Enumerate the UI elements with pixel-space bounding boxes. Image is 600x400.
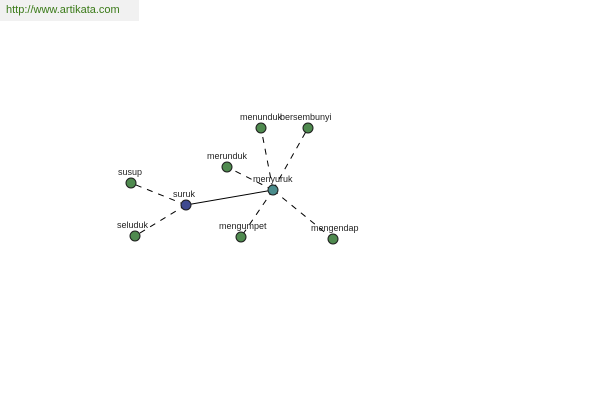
node-circle-merunduk[interactable] bbox=[221, 161, 233, 173]
node-label-susup[interactable]: susup bbox=[118, 167, 142, 177]
node-label-merunduk[interactable]: merunduk bbox=[207, 151, 248, 161]
node-label-seluduk[interactable]: seluduk bbox=[117, 220, 149, 230]
node-mengendap[interactable]: mengendap bbox=[311, 223, 359, 245]
node-circle-menunduk[interactable] bbox=[255, 122, 267, 134]
node-suruk[interactable]: suruk bbox=[173, 189, 196, 211]
node-seluduk[interactable]: seluduk bbox=[117, 220, 149, 242]
edge-suruk-menyuruk bbox=[185, 189, 274, 206]
node-circle-mengendap[interactable] bbox=[327, 233, 339, 245]
node-menyuruk[interactable]: menyuruk bbox=[253, 174, 293, 196]
node-circle-seluduk[interactable] bbox=[129, 230, 141, 242]
node-label-menyuruk[interactable]: menyuruk bbox=[253, 174, 293, 184]
edge-menyuruk-merunduk bbox=[226, 166, 274, 191]
node-circle-bersembunyi[interactable] bbox=[302, 122, 314, 134]
node-label-suruk[interactable]: suruk bbox=[173, 189, 196, 199]
node-bersembunyi[interactable]: bersembunyi bbox=[280, 112, 332, 134]
edge-suruk-susup bbox=[130, 182, 187, 206]
node-label-mengumpet[interactable]: mengumpet bbox=[219, 221, 267, 231]
edge-menyuruk-mengendap bbox=[272, 189, 334, 240]
site-url-link[interactable]: http://www.artikata.com bbox=[0, 0, 139, 21]
node-label-mengendap[interactable]: mengendap bbox=[311, 223, 359, 233]
edge-menyuruk-mengumpet bbox=[240, 189, 274, 238]
node-merunduk[interactable]: merunduk bbox=[207, 151, 248, 173]
nodes-layer: suruk menyuruk susup seluduk merunduk menundu… bbox=[117, 112, 359, 245]
edge-suruk-seluduk bbox=[134, 204, 187, 237]
edges-layer bbox=[130, 127, 334, 240]
node-label-bersembunyi[interactable]: bersembunyi bbox=[280, 112, 332, 122]
node-mengumpet[interactable]: mengumpet bbox=[219, 221, 267, 243]
node-circle-susup[interactable] bbox=[125, 177, 137, 189]
node-circle-menyuruk[interactable] bbox=[267, 184, 279, 196]
node-menunduk[interactable]: menunduk bbox=[240, 112, 283, 134]
edge-menyuruk-menunduk bbox=[260, 127, 274, 191]
node-susup[interactable]: susup bbox=[118, 167, 142, 189]
node-label-menunduk[interactable]: menunduk bbox=[240, 112, 283, 122]
node-circle-suruk[interactable] bbox=[180, 199, 192, 211]
node-circle-mengumpet[interactable] bbox=[235, 231, 247, 243]
